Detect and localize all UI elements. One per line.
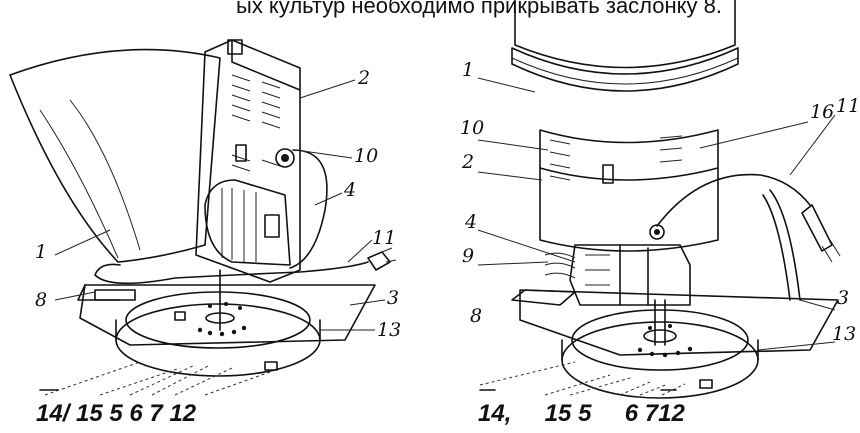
left-callouts: 2 10 4 11 1 8 3 13	[35, 67, 401, 341]
right-bottom-labels: 14, 15 5 6 712	[478, 400, 685, 427]
right-callout-8: 8	[470, 305, 482, 327]
left-callout-1: 1	[35, 241, 47, 263]
right-callout-3: 3	[837, 287, 849, 309]
left-callout-13: 13	[377, 319, 401, 341]
left-callout-4: 4	[343, 179, 356, 201]
left-callout-2: 2	[357, 67, 370, 89]
left-bottom-labels: 14/ 15 5 6 7 12	[36, 400, 197, 427]
right-machine-illustration	[477, 0, 841, 399]
left-callout-11: 11	[372, 227, 396, 249]
caption-text: ых культур необходимо прикрывать заслонк…	[236, 0, 722, 18]
right-callouts: 1 16 11 10 2 4 9 8 3 13	[460, 59, 860, 345]
left-callout-8: 8	[35, 289, 47, 311]
right-callout-11: 11	[836, 95, 860, 117]
right-callout-13: 13	[832, 323, 856, 345]
right-callout-4: 4	[464, 211, 477, 233]
right-callout-9: 9	[462, 245, 474, 267]
left-callout-10: 10	[354, 145, 378, 167]
right-callout-2: 2	[461, 151, 474, 173]
left-machine-illustration	[9, 39, 397, 396]
right-callout-16: 16	[810, 101, 834, 123]
right-callout-10: 10	[460, 117, 484, 139]
right-callout-1: 1	[462, 59, 474, 81]
left-callout-3: 3	[387, 287, 399, 309]
